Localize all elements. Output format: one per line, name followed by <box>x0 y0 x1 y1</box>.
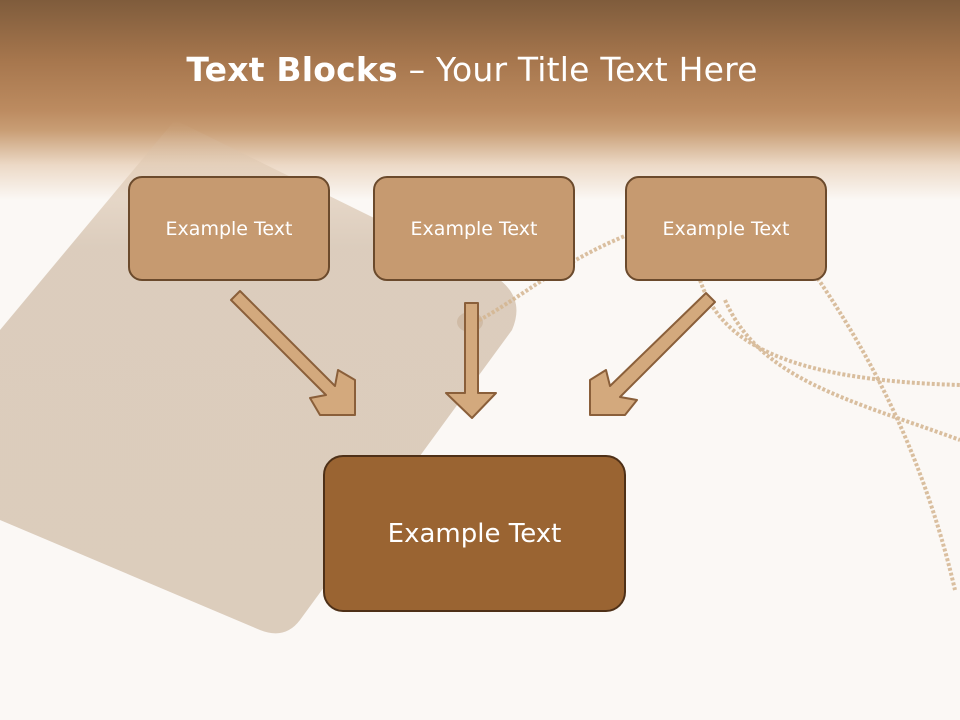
title-rest: – Your Title Text Here <box>397 50 758 89</box>
arrow-down-left <box>589 292 716 416</box>
text-block-2[interactable]: Example Text <box>373 176 575 281</box>
text-block-1[interactable]: Example Text <box>128 176 330 281</box>
title-bold: Text Blocks <box>186 50 398 89</box>
arrow-down-right <box>230 290 356 416</box>
text-block-3[interactable]: Example Text <box>625 176 827 281</box>
main-text-block[interactable]: Example Text <box>323 455 626 612</box>
string-strand <box>723 299 960 442</box>
arrow-down <box>445 302 497 419</box>
slide-title: Text Blocks – Your Title Text Here <box>0 50 944 89</box>
string-strand <box>810 268 957 591</box>
